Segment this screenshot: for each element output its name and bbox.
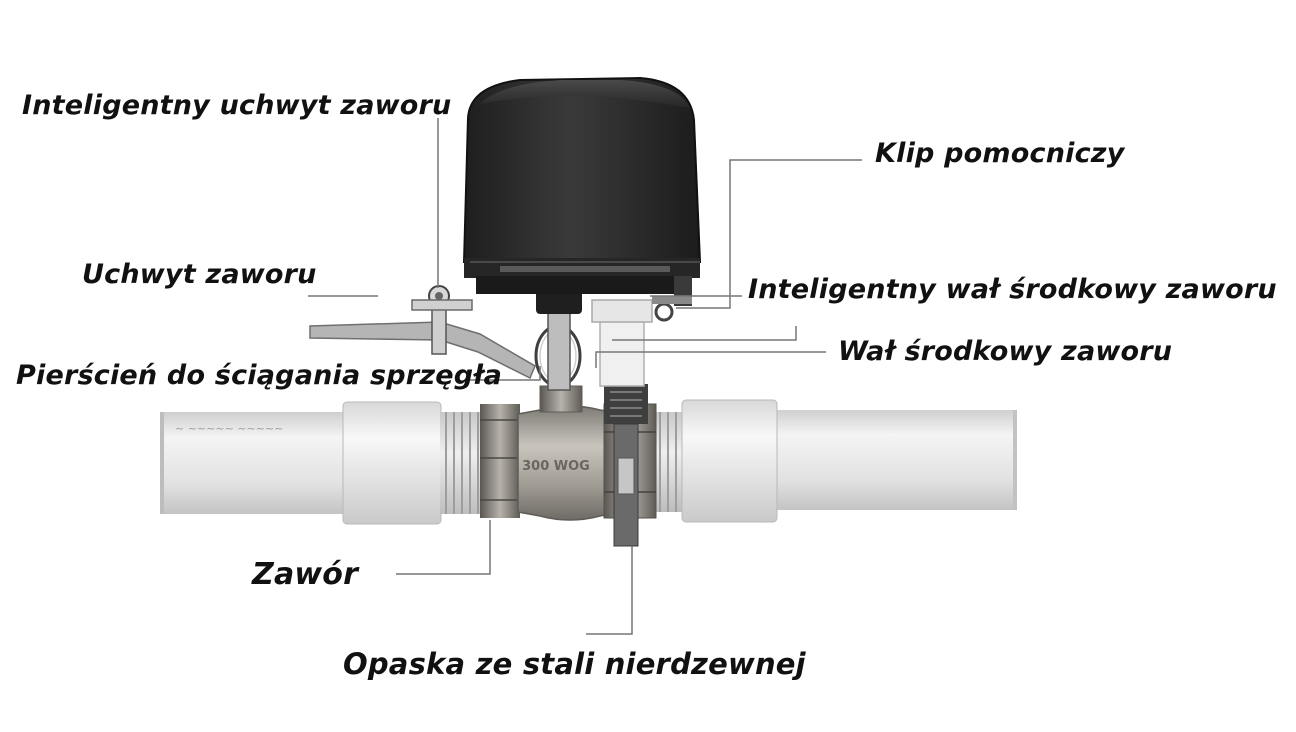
mounting-bracket xyxy=(591,299,653,387)
leader-valve xyxy=(396,520,491,575)
valve-marking: 300 WOG xyxy=(522,459,590,474)
svg-text:~ ~~~~~ ~~~~~: ~ ~~~~~ ~~~~~ xyxy=(175,422,283,435)
label-auxiliary-clip: Klip pomocniczy xyxy=(875,138,1125,169)
valve-handle xyxy=(309,285,536,380)
label-valve-center-shaft: Wał środkowy zaworu xyxy=(838,336,1173,367)
label-smart-valve-handle: Inteligentny uchwyt zaworu xyxy=(22,90,452,121)
leader-center-shaft xyxy=(595,351,826,368)
fitting-right xyxy=(654,399,778,523)
leader-stainless-band xyxy=(586,546,633,635)
stainless-band xyxy=(604,384,648,547)
label-stainless-band: Opaska ze stali nierdzewnej xyxy=(343,647,806,681)
smart-actuator xyxy=(462,76,702,294)
leader-shaft-bracket xyxy=(612,326,797,341)
leader-lines xyxy=(308,118,862,635)
auxiliary-clip xyxy=(652,276,692,322)
leader-auxiliary-clip xyxy=(676,159,862,309)
leader-coupling-ring xyxy=(470,366,541,381)
pipe-left: ~ ~~~~~ ~~~~~ xyxy=(160,412,360,514)
fitting-left xyxy=(342,401,482,525)
label-coupling-pull-ring: Pierścień do ściągania sprzęgła xyxy=(16,360,503,391)
label-smart-center-shaft: Inteligentny wał środkowy zaworu xyxy=(748,274,1277,305)
pipe-right xyxy=(770,410,1017,510)
label-valve-handle: Uchwyt zaworu xyxy=(82,259,317,290)
label-valve: Zawór xyxy=(252,557,359,592)
